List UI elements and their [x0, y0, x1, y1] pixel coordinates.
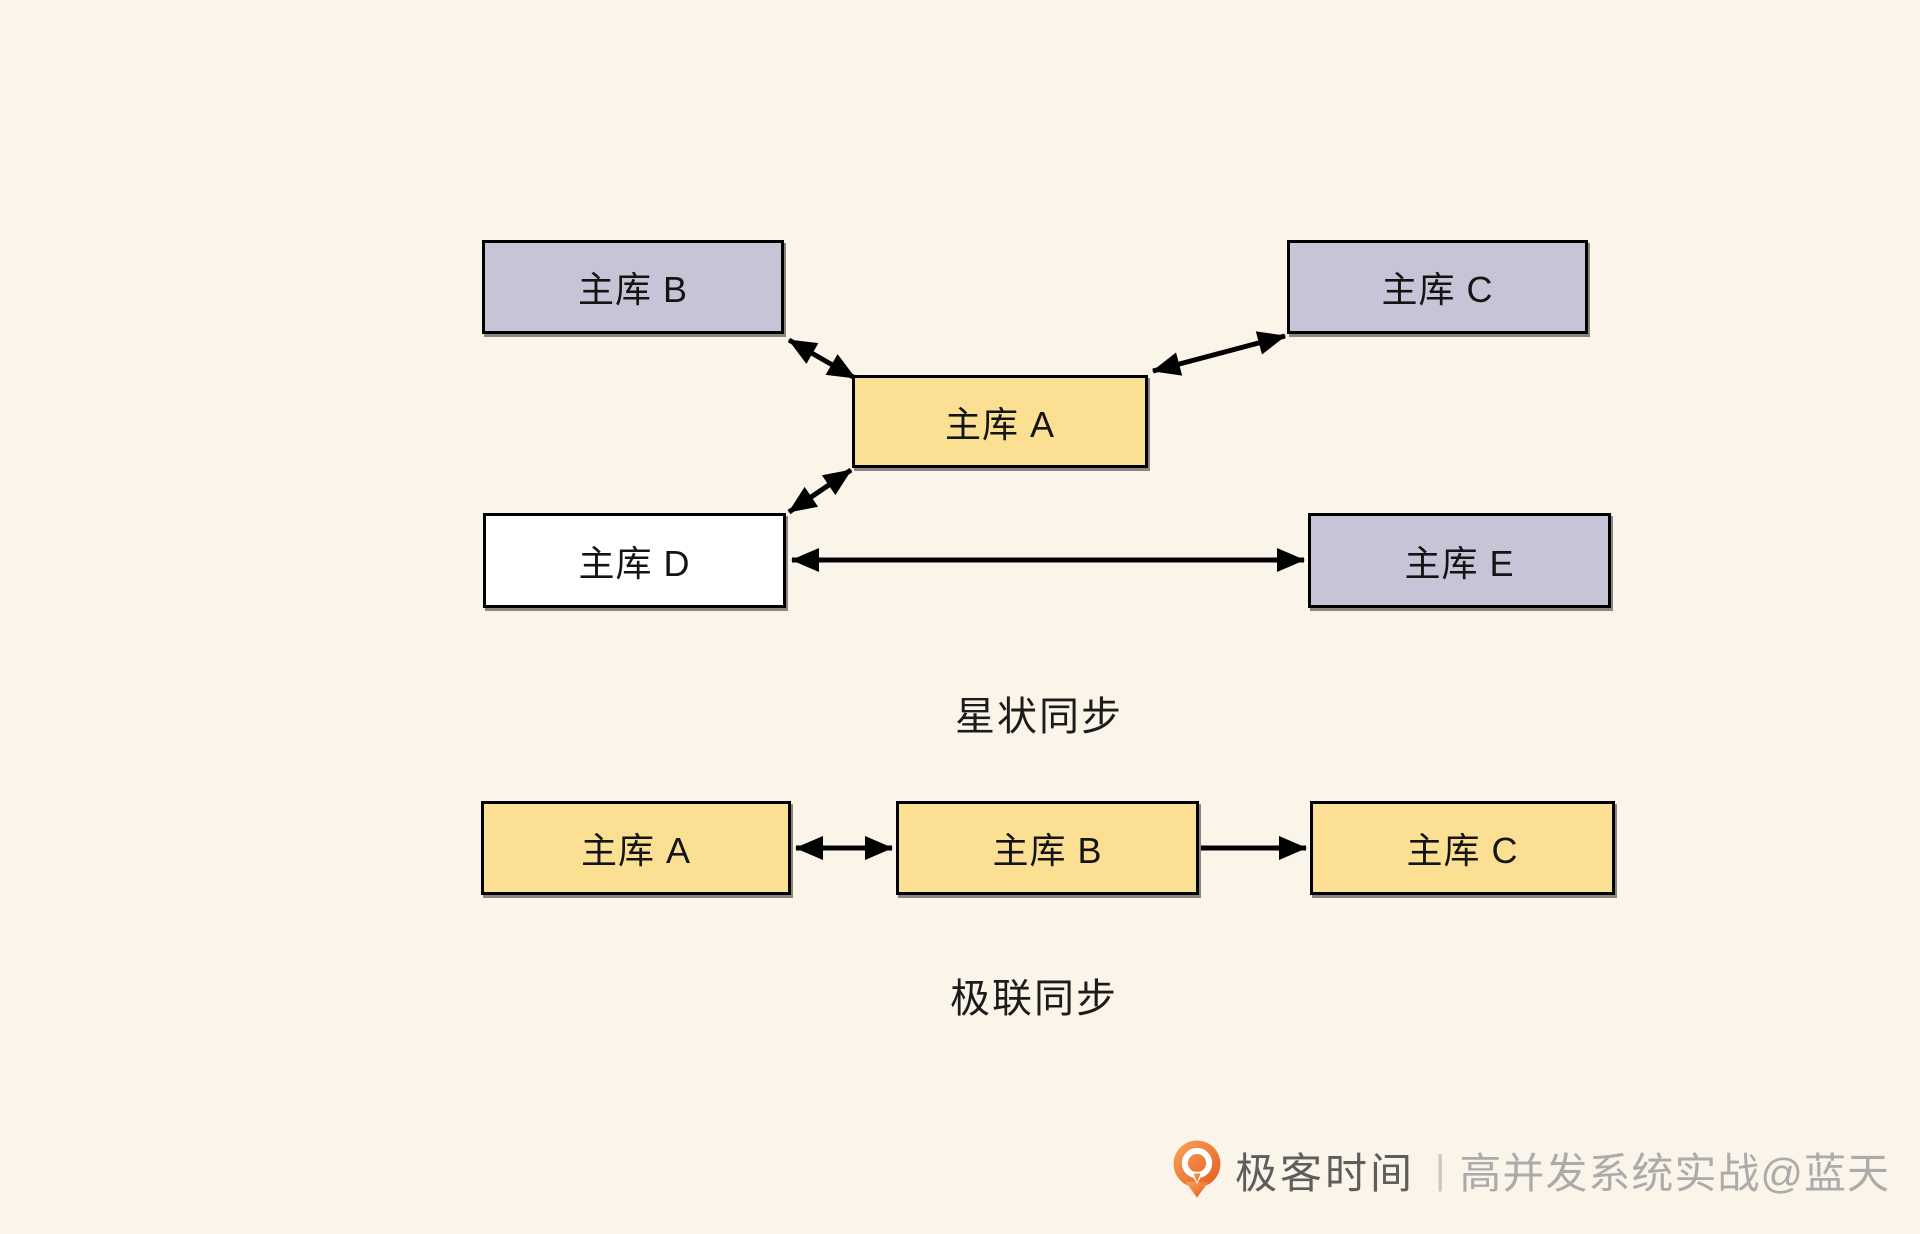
node-label: 主库 A — [944, 403, 1055, 445]
node-star-master-e: 主库 E — [1308, 513, 1611, 608]
node-label: 主库 A — [580, 830, 691, 871]
watermark-brand-text: 极客时间 — [1234, 1149, 1415, 1197]
node-label: 主库 C — [1381, 269, 1494, 310]
edge-masterD-masterA — [787, 467, 853, 515]
watermark-footer: 极客时间 | 高并发系统实战@蓝天 — [1171, 1134, 1890, 1206]
cascade-diagram-caption: 极联同步 — [950, 977, 1118, 1021]
edge-masterC-masterA — [1152, 331, 1286, 376]
node-label: 主库 E — [1404, 542, 1515, 584]
node-star-master-d: 主库 D — [483, 513, 786, 608]
star-diagram-caption: 星状同步 — [955, 695, 1123, 739]
node-label: 主库 B — [992, 830, 1103, 871]
node-star-master-c: 主库 C — [1287, 240, 1588, 334]
geektime-logo-icon — [1173, 1140, 1221, 1198]
edge-masterB-masterA — [787, 337, 857, 381]
node-cascade-master-c: 主库 C — [1310, 801, 1615, 895]
node-star-master-a: 主库 A — [852, 375, 1148, 468]
node-label: 主库 D — [578, 542, 691, 584]
node-cascade-master-a: 主库 A — [481, 801, 791, 895]
watermark-separator: | — [1434, 1147, 1446, 1192]
node-cascade-master-b: 主库 B — [896, 801, 1199, 895]
node-star-master-b: 主库 B — [482, 240, 784, 334]
watermark-credit-text: 高并发系统实战@蓝天 — [1459, 1149, 1890, 1197]
node-label: 主库 C — [1406, 830, 1519, 871]
node-label: 主库 B — [577, 269, 688, 310]
